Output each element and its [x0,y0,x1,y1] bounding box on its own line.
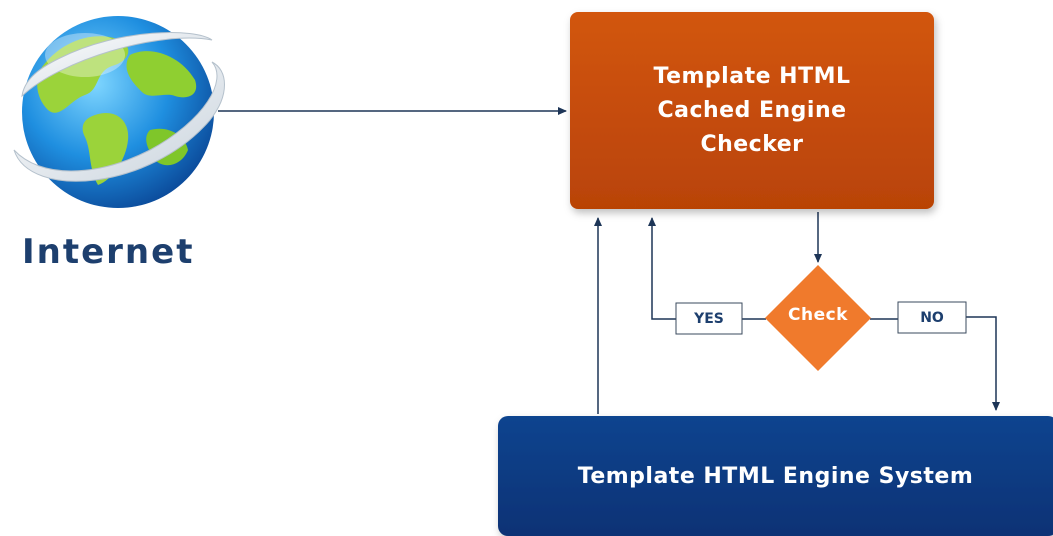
checker-label: Template HTML Cached Engine Checker [653,63,851,157]
check-diamond [765,265,871,371]
no-tag-box [897,301,967,334]
no-label: NO [920,309,944,326]
yes-path-arrow [648,217,676,320]
globe-icon [13,16,225,208]
checker-box [570,12,934,209]
yes-label: YES [694,310,724,327]
check-label: Check [788,305,848,325]
yes-tag-box [675,302,743,335]
no-path-arrow [966,316,1000,411]
engine-label: Template HTML Engine System [577,463,974,489]
internet-label: Internet [22,232,195,272]
engine-box [498,416,1053,536]
